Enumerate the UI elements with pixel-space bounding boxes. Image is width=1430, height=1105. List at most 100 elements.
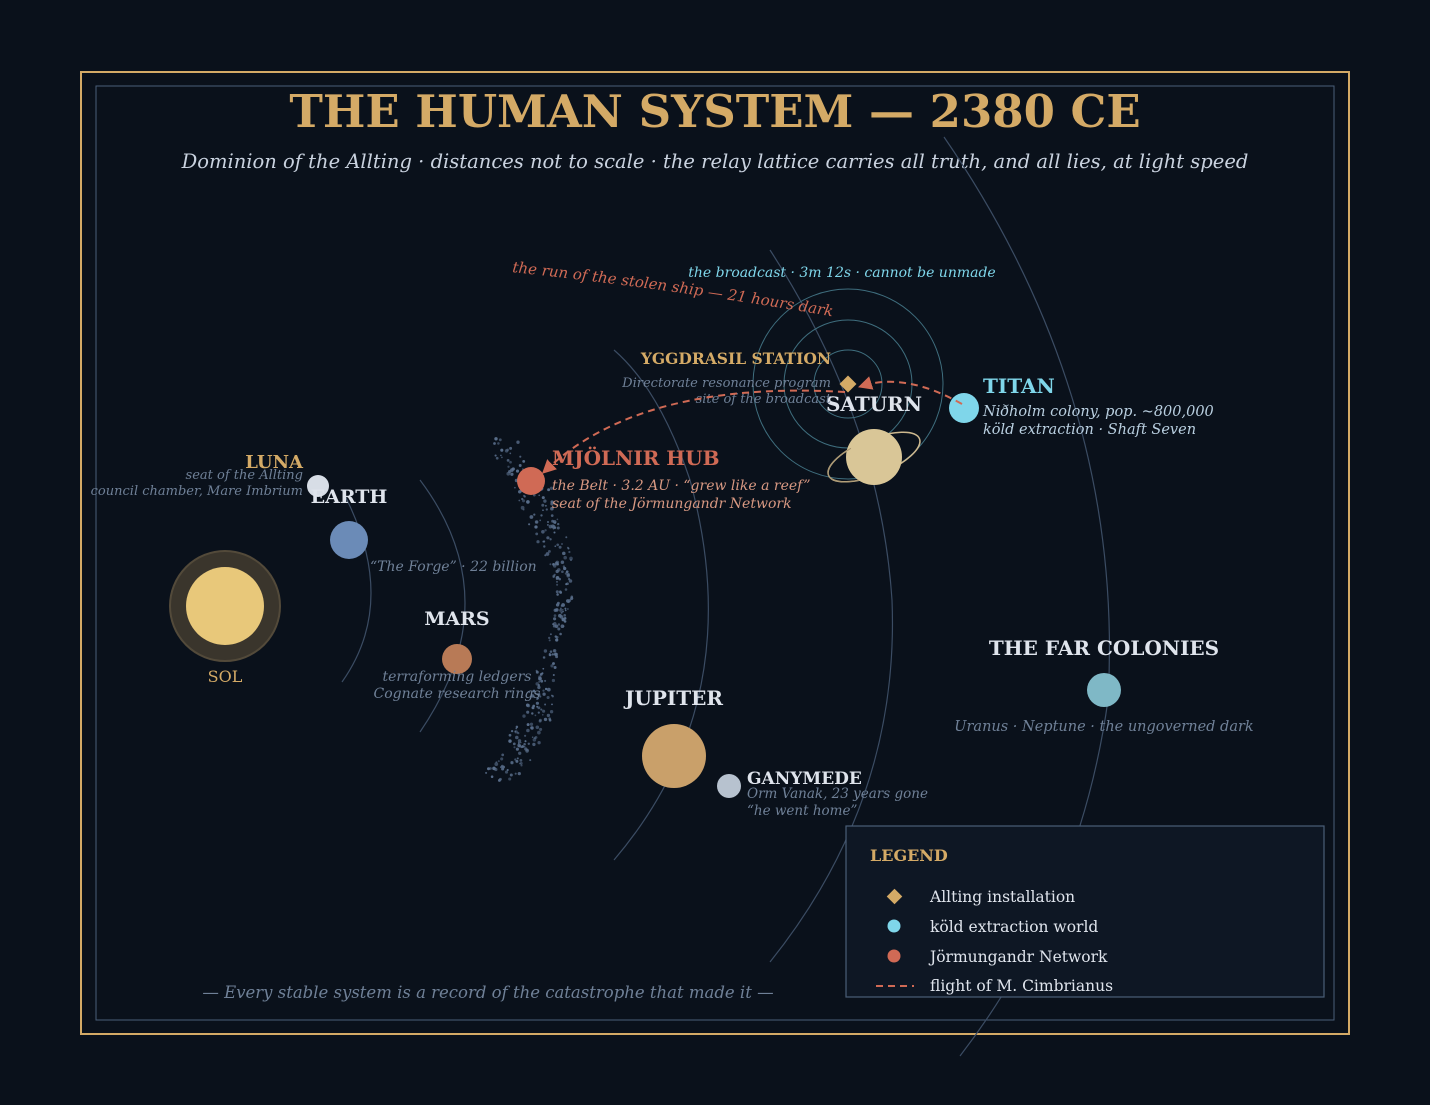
asteroid-dot <box>529 515 534 519</box>
asteroid-dot <box>519 761 523 765</box>
asteroid-dot <box>535 701 540 705</box>
ganymede-note-1: Orm Vanak, 23 years gone <box>747 786 928 802</box>
asteroid-dot <box>510 729 514 733</box>
asteroid-dot <box>526 728 530 733</box>
titan-label: TITAN <box>983 374 1055 398</box>
asteroid-dot <box>497 442 500 445</box>
asteroid-dot <box>516 440 520 444</box>
ganymede-label: GANYMEDE <box>747 769 862 789</box>
asteroid-dot <box>524 740 527 743</box>
asteroid-dot <box>544 679 547 682</box>
asteroid-dot <box>551 653 555 656</box>
asteroid-dot <box>506 459 510 462</box>
asteroid-dot <box>561 543 563 545</box>
asteroid-dot <box>553 614 557 617</box>
asteroid-dot <box>542 692 546 696</box>
asteroid-dot <box>555 635 559 639</box>
asteroid-dot <box>540 514 543 517</box>
asteroid-dot <box>536 705 539 708</box>
asteroid-dot <box>546 695 550 700</box>
legend: LEGEND Allting installation köld extract… <box>845 825 1325 998</box>
asteroid-dot <box>545 552 550 556</box>
asteroid-dot <box>507 465 510 468</box>
sol-label: SOL <box>208 667 243 686</box>
flight-path-main <box>541 389 846 474</box>
asteroid-dot <box>570 596 574 600</box>
asteroid-dot <box>535 682 539 686</box>
page-title: THE HUMAN SYSTEM — 2380 CE <box>289 85 1140 138</box>
asteroid-dot <box>566 546 569 549</box>
asteroid-dot <box>526 748 529 752</box>
asteroid-dot <box>547 521 549 523</box>
asteroid-dot <box>544 504 547 507</box>
asteroid-dot <box>549 486 554 491</box>
asteroid-dot <box>557 623 561 626</box>
legend-item-kold: köld extraction world <box>930 918 1098 936</box>
asteroid-dot <box>548 636 551 640</box>
orbit-mars <box>419 479 466 733</box>
asteroid-dot <box>544 703 547 706</box>
asteroid-dot <box>530 694 535 698</box>
asteroid-dot <box>542 667 545 670</box>
titan <box>949 393 979 423</box>
asteroid-dot <box>564 607 567 610</box>
asteroid-dot <box>555 655 559 659</box>
asteroid-dot <box>489 767 492 770</box>
asteroid-dot <box>550 664 554 668</box>
asteroid-dot <box>515 725 519 729</box>
asteroid-dot <box>542 540 546 543</box>
asteroid-dot <box>565 570 569 574</box>
asteroid-dot <box>531 736 534 739</box>
asteroid-belt <box>485 437 574 782</box>
asteroid-dot <box>536 540 540 544</box>
asteroid-dot <box>552 648 557 653</box>
footer-quote: — Every stable system is a record of the… <box>202 983 773 1002</box>
asteroid-dot <box>551 506 554 509</box>
asteroid-dot <box>564 616 567 620</box>
asteroid-dot <box>566 582 569 586</box>
asteroid-dot <box>509 452 512 455</box>
asteroid-dot <box>500 454 502 457</box>
asteroid-dot <box>522 508 525 511</box>
asteroid-dot <box>500 448 504 452</box>
asteroid-dot <box>555 590 559 594</box>
asteroid-dot <box>555 638 559 642</box>
asteroid-dot <box>546 713 551 718</box>
asteroid-dot <box>552 574 556 578</box>
asteroid-dot <box>551 703 553 706</box>
asteroid-dot <box>542 709 546 713</box>
asteroid-dot <box>519 741 522 744</box>
asteroid-dot <box>526 723 530 727</box>
asteroid-dot <box>536 697 540 700</box>
asteroid-dot <box>559 607 562 610</box>
asteroid-dot <box>562 565 566 568</box>
asteroid-dot <box>506 768 509 772</box>
titan-note-2: köld extraction · Shaft Seven <box>983 422 1196 438</box>
asteroid-dot <box>526 704 531 708</box>
mars-note-2: Cognate research rings <box>374 686 541 702</box>
legend-item-allting: Allting installation <box>929 888 1075 906</box>
yggdrasil-note-2: site of the broadcast <box>696 392 832 407</box>
inner-frame <box>95 85 1335 1021</box>
asteroid-dot <box>554 624 559 629</box>
asteroid-dot <box>563 555 567 560</box>
asteroid-dot <box>531 712 534 715</box>
asteroid-dot <box>538 718 542 722</box>
asteroid-dot <box>562 610 564 613</box>
asteroid-dot <box>545 508 548 511</box>
asteroid-dot <box>561 617 566 622</box>
asteroid-dot <box>549 633 552 636</box>
asteroid-dot <box>555 603 560 607</box>
asteroid-dot <box>500 766 502 769</box>
asteroid-dot <box>515 735 519 740</box>
jupiter-label: JUPITER <box>623 686 723 710</box>
orbit-earth <box>341 489 372 683</box>
asteroid-dot <box>534 525 538 529</box>
asteroid-dot <box>527 742 531 746</box>
asteroid-dot <box>526 710 530 714</box>
asteroid-dot <box>548 639 551 642</box>
asteroid-dot <box>543 545 546 548</box>
asteroid-dot <box>540 679 544 683</box>
asteroid-dot <box>530 726 533 730</box>
